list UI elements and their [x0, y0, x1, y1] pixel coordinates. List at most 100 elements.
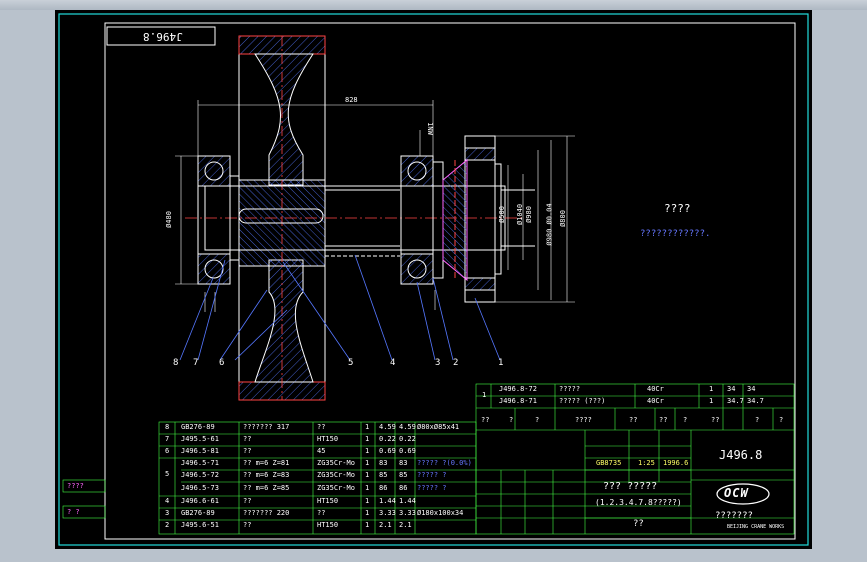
bom-row-qty: 45	[317, 447, 326, 455]
bom-row-name: ??	[243, 497, 252, 505]
side-label: ????	[67, 482, 84, 490]
bom-row-w2: 0.22	[399, 435, 416, 443]
header-cell: ??	[481, 416, 490, 424]
bom-row-note: Ø80xØ85x41	[417, 423, 460, 431]
bom-row-mat: 1	[365, 509, 370, 517]
bom-row-mat: 1	[365, 423, 370, 431]
bom-row-note: ????? ?	[417, 471, 447, 479]
dim-right-3: Ø980	[524, 206, 533, 223]
bom-row-name: ??	[243, 521, 252, 529]
bom-row-code: J496.6-61	[181, 497, 219, 505]
bom-row-code: J496.5-73	[181, 484, 219, 492]
dim-length: 828	[345, 96, 358, 104]
bom-row-w1: 85	[379, 471, 388, 479]
bom-row-w2: 83	[399, 459, 408, 467]
side-label: ? ?	[67, 508, 80, 516]
left-margin-boxes	[62, 479, 106, 519]
callout-8: 8	[173, 358, 179, 368]
parts-row-index: 1	[482, 391, 487, 399]
bom-row-name: ??	[243, 435, 252, 443]
right-bearing	[400, 155, 444, 285]
bom-row-no: 4	[165, 497, 170, 505]
bom-row-no: 2	[165, 521, 170, 529]
bom-row-qty: HT150	[317, 497, 339, 505]
company-logo: OCW	[724, 486, 749, 500]
bom-row-w2: 1.44	[399, 497, 416, 505]
callout-6: 6	[219, 358, 225, 368]
bom-row-qty: ??	[317, 423, 326, 431]
dim-right-4: Ø980 Ø0.04	[545, 203, 554, 246]
callout-2: 2	[453, 358, 459, 368]
company-sub: BEIJING CRANE WORKS	[727, 524, 785, 530]
title-scale: 1:25	[638, 459, 655, 467]
dim-nw: 1NW	[425, 122, 434, 135]
title-drawing-no: J496.8	[719, 448, 763, 462]
bom-row-code: J496.5-81	[181, 447, 219, 455]
bom-row-name: ??	[243, 447, 252, 455]
bom-row-w1: 1.44	[379, 497, 396, 505]
bom-row-mat: 1	[365, 484, 370, 492]
parts-row-name: ????? (???)	[559, 397, 606, 405]
title-date: 1996.6	[663, 459, 689, 467]
bom-row-code: J495.6-51	[181, 521, 219, 529]
header-cell: ?	[535, 416, 540, 424]
bom-row-name: ?? m=6 Z=83	[243, 471, 290, 479]
logo-ellipse	[716, 483, 770, 505]
dimension-lines	[175, 100, 575, 312]
bom-row-code: GB276-89	[181, 423, 215, 431]
callout-1: 1	[498, 358, 504, 368]
bom-row-qty: ??	[317, 509, 326, 517]
bom-row-name: ?? m=6 Z=81	[243, 459, 290, 467]
dim-left-dia: Ø480	[164, 211, 173, 228]
bom-row-note: ????? ?	[417, 484, 447, 492]
callout-4: 4	[390, 358, 396, 368]
parts-row-code: J496.8-72	[499, 385, 537, 393]
bom-row-qty: HT150	[317, 521, 339, 529]
left-bearing	[197, 155, 240, 285]
title-block-grid	[475, 383, 795, 535]
bom-row-w2: 85	[399, 471, 408, 479]
dim-right-2: Ø1040	[516, 203, 525, 226]
bom-row-mat: 1	[365, 459, 370, 467]
parts-row-w2: 34	[747, 385, 756, 393]
bom-row-note: Ø180x100x34	[417, 509, 464, 517]
header-cell: ??	[629, 416, 638, 424]
callout-7: 7	[193, 358, 199, 368]
bom-row-w2: 3.33	[399, 509, 416, 517]
bom-row-mat: 1	[365, 447, 370, 455]
parts-row-mat: 40Cr	[647, 385, 664, 393]
callout-5: 5	[348, 358, 354, 368]
bom-row-w1: 86	[379, 484, 388, 492]
bom-row-code: J496.5-71	[181, 459, 219, 467]
header-cell: ?	[509, 416, 514, 424]
drawing-no-box	[106, 26, 216, 46]
bom-row-no: 7	[165, 435, 170, 443]
bom-row-mat: 1	[365, 497, 370, 505]
title-footer: ??	[633, 519, 644, 529]
drawing-number-label: J496.8	[143, 30, 183, 43]
parts-row-q: 1	[709, 397, 714, 405]
leader-lines	[179, 254, 501, 361]
bom-row-code: GB276-89	[181, 509, 215, 517]
header-cell: ?	[755, 416, 760, 424]
bom-row-no: 5	[165, 470, 170, 478]
bom-row-w1: 3.33	[379, 509, 396, 517]
header-cell: ?	[779, 416, 784, 424]
bom-row-no: 3	[165, 509, 170, 517]
window-titlebar	[0, 0, 867, 10]
bom-row-qty: ZG35Cr-Mo	[317, 484, 355, 492]
bom-row-no: 6	[165, 447, 170, 455]
bom-row-w2: 2.1	[399, 521, 412, 529]
title-sub: (1.2.3.4.7.8?????)	[595, 498, 682, 507]
inner-border	[104, 22, 796, 540]
bom-row-qty: HT150	[317, 435, 339, 443]
bom-row-qty: ZG35Cr-Mo	[317, 459, 355, 467]
parts-row-code: J496.8-71	[499, 397, 537, 405]
bom-row-mat: 1	[365, 521, 370, 529]
company-name: ???????	[715, 511, 753, 521]
bom-row-w1: 0.22	[379, 435, 396, 443]
bom-row-name: ?? m=6 Z=85	[243, 484, 290, 492]
cad-drawing	[58, 13, 809, 546]
note-title: ????	[664, 202, 691, 215]
bom-row-mat: 1	[365, 435, 370, 443]
